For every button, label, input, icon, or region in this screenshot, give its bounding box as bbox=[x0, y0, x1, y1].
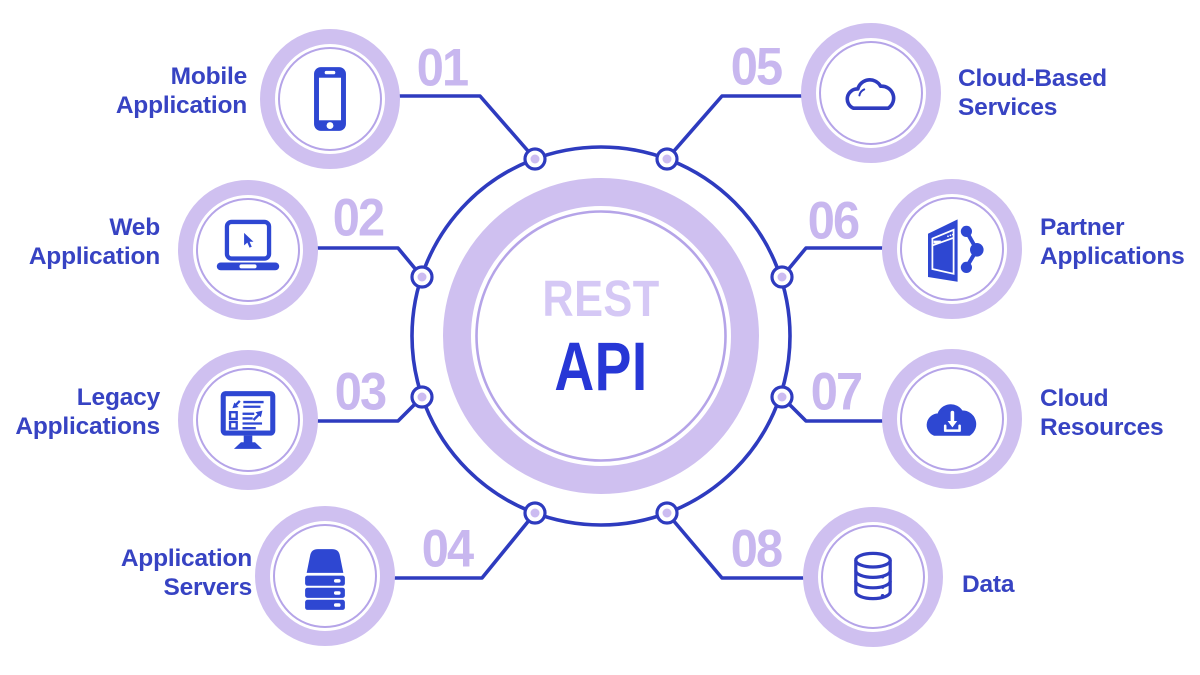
connector-partner bbox=[780, 246, 883, 279]
node-label-cloud-based-services: Cloud-Based Services bbox=[958, 65, 1107, 121]
window-share-icon bbox=[928, 219, 984, 282]
smartphone-icon bbox=[314, 67, 346, 131]
desktop-checklist-icon bbox=[220, 391, 276, 449]
node-cloud-resources bbox=[882, 349, 1022, 489]
node-number: 07 bbox=[810, 362, 863, 422]
node-number: 03 bbox=[334, 362, 387, 422]
connector-servers bbox=[394, 511, 537, 580]
node-number: 05 bbox=[730, 37, 783, 97]
hub-lavender-ring bbox=[443, 178, 759, 494]
laptop-cursor-icon bbox=[216, 219, 280, 271]
node-label-cloud-resources: Cloud Resources bbox=[1040, 385, 1164, 441]
connector-web bbox=[317, 246, 424, 279]
hub-title-api: API bbox=[554, 328, 648, 405]
node-label-web-application: Web Application bbox=[28, 214, 160, 270]
node-number: 04 bbox=[421, 519, 474, 579]
node-number: 08 bbox=[730, 519, 783, 579]
node-cloud-based-services bbox=[801, 23, 941, 163]
cloud-outline-icon bbox=[845, 78, 896, 110]
hub-thin-ring bbox=[475, 210, 727, 462]
database-icon bbox=[854, 551, 892, 601]
node-legacy-applications bbox=[178, 350, 318, 490]
node-label-application-servers: Application Servers bbox=[120, 545, 252, 601]
node-application-servers bbox=[255, 506, 395, 646]
node-label-data: Data bbox=[962, 571, 1015, 598]
hub-title-rest: REST bbox=[542, 270, 660, 327]
hub-title: REST API bbox=[532, 270, 670, 405]
node-label-mobile-application: Mobile Application bbox=[115, 63, 247, 119]
node-mobile-application bbox=[260, 29, 400, 169]
node-label-legacy-applications: Legacy Applications bbox=[15, 384, 160, 440]
node-data bbox=[803, 507, 943, 647]
node-number: 02 bbox=[332, 188, 385, 248]
node-number: 01 bbox=[416, 38, 469, 98]
cloud-download-icon bbox=[926, 404, 977, 436]
node-partner-applications bbox=[882, 179, 1022, 319]
connector-cloud-services bbox=[665, 94, 802, 161]
node-web-application bbox=[178, 180, 318, 320]
connector-mobile bbox=[398, 94, 537, 161]
connector-data bbox=[665, 511, 804, 580]
server-stack-icon bbox=[305, 549, 345, 610]
hub-circle bbox=[410, 145, 792, 527]
node-number: 06 bbox=[807, 191, 860, 251]
hub-node-dots bbox=[410, 147, 794, 525]
node-label-partner-applications: Partner Applications bbox=[1040, 214, 1185, 270]
